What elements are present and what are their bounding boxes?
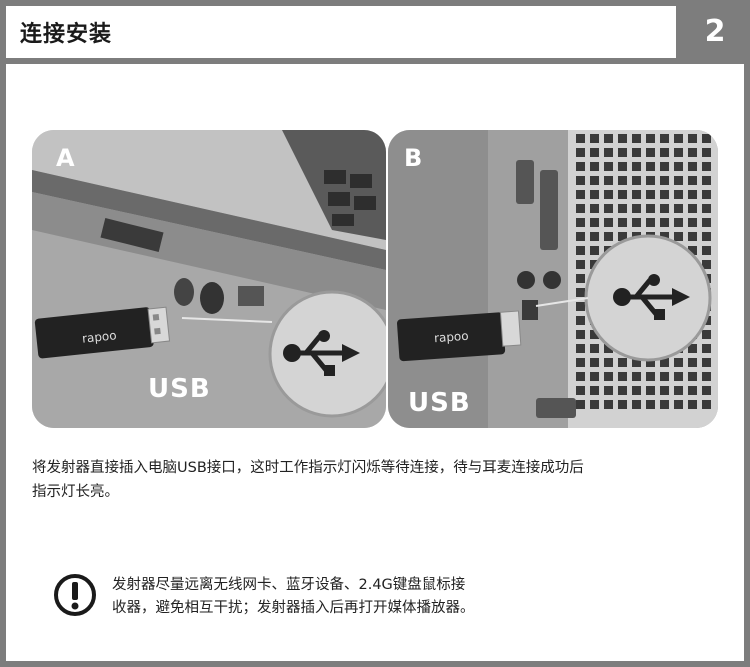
panel-b-desktop-illustration: B rapoo USB — [388, 130, 718, 428]
warning-line-2: 收器，避免相互干扰；发射器插入后再打开媒体播放器。 — [112, 600, 475, 616]
title-box: 连接安装 — [6, 6, 676, 58]
header-bar: 连接安装 2 — [0, 0, 750, 64]
frame-bottom — [0, 661, 750, 667]
exclamation-circle-icon — [54, 574, 96, 616]
panel-b-usb-label: USB — [408, 388, 471, 418]
panel-a-laptop-illustration: A rapoo USB — [32, 130, 386, 428]
warning-line-1: 发射器尽量远离无线网卡、蓝牙设备、2.4G键盘鼠标接 — [112, 577, 466, 593]
panel-b-dongle-brand: rapoo — [433, 328, 470, 346]
panel-a-usb-label: USB — [148, 374, 211, 404]
instruction-line-1: 将发射器直接插入电脑USB接口，这时工作指示灯闪烁等待连接，待与耳麦连接成功后 — [32, 460, 584, 476]
frame-left — [0, 64, 6, 667]
panel-b-usb-icon — [613, 274, 690, 320]
instruction-line-2: 指示灯长亮。 — [32, 484, 119, 500]
step-number: 2 — [704, 14, 726, 49]
panel-b-label: B — [404, 144, 423, 172]
panel-a-label: A — [56, 144, 75, 172]
panel-a-usb-icon — [283, 330, 360, 376]
frame-right — [744, 64, 750, 667]
warning-text: 发射器尽量远离无线网卡、蓝牙设备、2.4G键盘鼠标接 收器，避免相互干扰；发射器… — [112, 574, 592, 620]
page-title: 连接安装 — [20, 22, 113, 47]
instruction-text: 将发射器直接插入电脑USB接口，这时工作指示灯闪烁等待连接，待与耳麦连接成功后 … — [32, 456, 722, 504]
